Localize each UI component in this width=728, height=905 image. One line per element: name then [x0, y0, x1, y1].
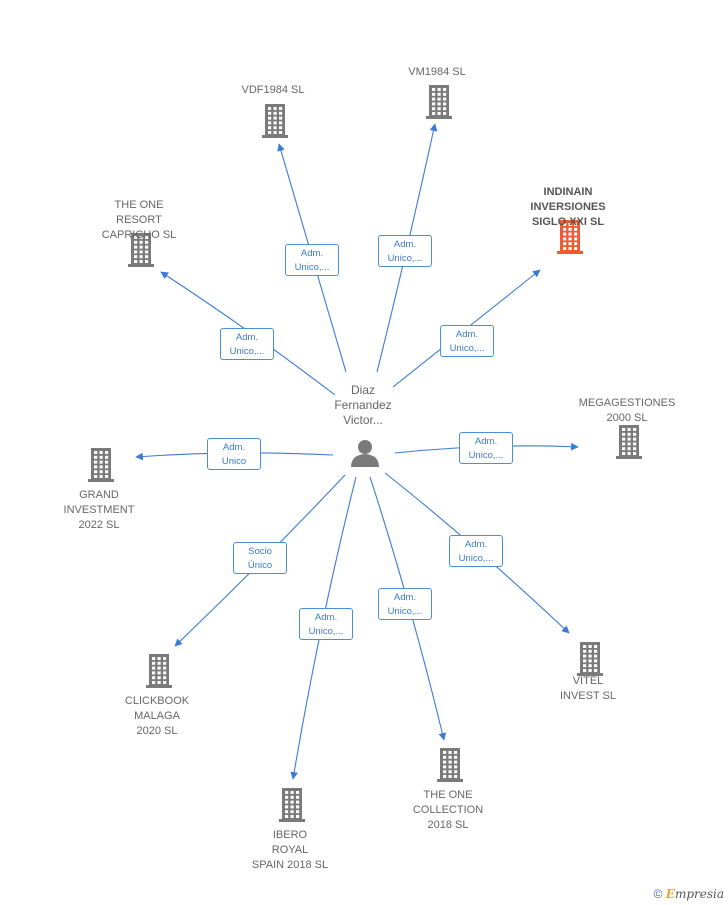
company-label-vm1984[interactable]: VM1984 SL [408, 66, 466, 78]
edge-label-theone-collection[interactable]: Adm. Unico,... [378, 588, 432, 620]
brand-logo: Empresia [665, 887, 724, 901]
company-label-indinain[interactable]: INDINAIN INVERSIONES SIGLO XXI SL [530, 186, 606, 228]
building-icon-megagestiones [616, 425, 642, 459]
building-icon-indinain [557, 220, 583, 254]
person-name-label[interactable]: Diaz Fernandez Victor... [334, 383, 392, 427]
edge-label-megagestiones[interactable]: Adm. Unico,... [459, 432, 513, 464]
company-label-vitel[interactable]: VITEL INVEST SL [559, 675, 617, 702]
edge-label-indinain[interactable]: Adm. Unico,... [440, 325, 494, 357]
company-label-theone-collection[interactable]: THE ONE COLLECTION 2018 SL [412, 789, 484, 831]
company-label-grand[interactable]: GRAND INVESTMENT 2022 SL [63, 489, 135, 531]
edge-label-clickbook[interactable]: Socio Único [233, 542, 287, 574]
company-label-ibero[interactable]: IBERO ROYAL SPAIN 2018 SL [251, 829, 329, 871]
footer-brand: © Empresia [654, 887, 724, 901]
building-icon-ibero [279, 788, 305, 822]
building-icon-clickbook [146, 654, 172, 688]
building-icon-theone-collection [437, 748, 463, 782]
company-label-vdf1984[interactable]: VDF1984 SL [241, 84, 305, 96]
building-icon-vitel [577, 642, 603, 676]
company-label-theone-resort[interactable]: THE ONE RESORT CAPRICHO SL [101, 199, 177, 241]
edge-label-vdf1984[interactable]: Adm. Unico,... [285, 244, 339, 276]
company-label-megagestiones[interactable]: MEGAGESTIONES 2000 SL [578, 397, 676, 424]
building-icon-theone-resort [128, 233, 154, 267]
edge-label-vitel[interactable]: Adm. Unico,... [449, 535, 503, 567]
edge-label-theone-resort[interactable]: Adm. Unico,... [220, 328, 274, 360]
copyright-symbol: © [653, 887, 663, 901]
person-icon [351, 440, 379, 467]
edge-label-ibero[interactable]: Adm. Unico,... [299, 608, 353, 640]
building-icon-vm1984 [426, 85, 452, 119]
edge-label-vm1984[interactable]: Adm. Unico,... [378, 235, 432, 267]
company-label-clickbook[interactable]: CLICKBOOK MALAGA 2020 SL [124, 695, 190, 737]
building-icon-grand [88, 448, 114, 482]
edge-label-grand[interactable]: Adm. Unico [207, 438, 261, 470]
building-icon-vdf1984 [262, 104, 288, 138]
